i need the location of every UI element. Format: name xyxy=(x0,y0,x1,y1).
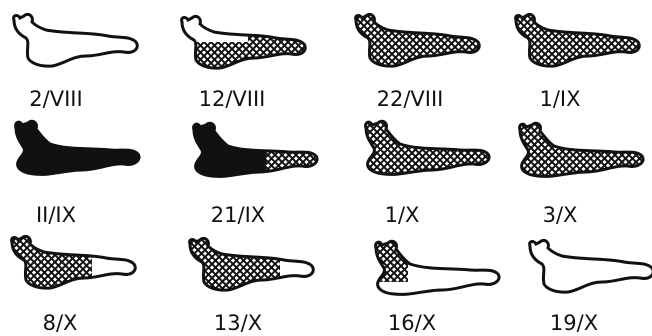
panel-21-ix xyxy=(194,120,336,190)
panel-16-x xyxy=(366,238,499,294)
panel-13-x xyxy=(184,236,313,306)
panel-label: 16/X xyxy=(388,311,436,335)
panel-label: 1/X xyxy=(385,203,420,227)
panel-label: II/IX xyxy=(36,203,76,227)
panel-ii-ix xyxy=(16,121,139,174)
panel-label: 22/VIII xyxy=(377,87,444,111)
panel-label: 3/X xyxy=(543,203,578,227)
panel-2-viii xyxy=(14,14,138,66)
panel-1-x xyxy=(366,121,489,174)
panel-12-viii xyxy=(182,14,318,84)
panel-8-x xyxy=(6,234,135,304)
panel-19-x xyxy=(530,240,652,292)
panel-label: 12/VIII xyxy=(199,87,266,111)
panel-22-viii xyxy=(356,14,480,66)
panel-label: 1/IX xyxy=(539,87,580,111)
panel-label: 13/X xyxy=(214,311,262,335)
panel-label: 2/VIII xyxy=(29,87,82,111)
panel-label: 8/X xyxy=(43,311,78,335)
panel-label: 19/X xyxy=(550,311,598,335)
panel-label: 21/IX xyxy=(211,203,265,227)
panel-3-x xyxy=(520,123,643,176)
panel-1-ix xyxy=(516,14,640,66)
